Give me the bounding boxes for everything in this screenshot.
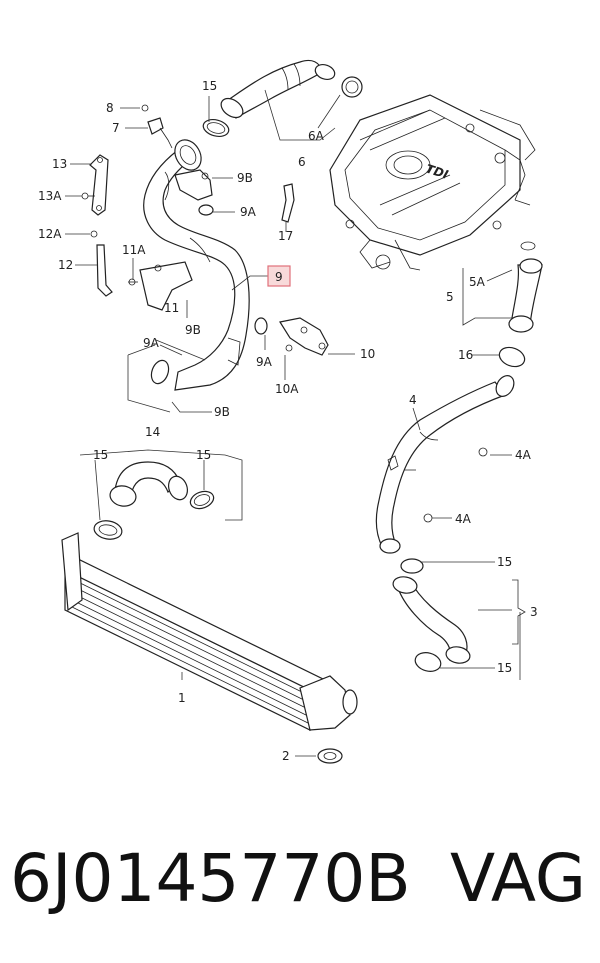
part-17 xyxy=(281,183,295,223)
label-9a-3: 9A xyxy=(256,355,273,369)
label-9a-2: 9A xyxy=(143,336,160,350)
label-9b-3: 9B xyxy=(214,405,230,419)
label-7: 7 xyxy=(112,121,120,135)
label-9b-2: 9B xyxy=(185,323,201,337)
label-14: 14 xyxy=(145,425,160,439)
grommet-2 xyxy=(317,748,343,764)
bracket-10 xyxy=(254,317,329,356)
label-17: 17 xyxy=(278,229,293,243)
pipe-9 xyxy=(143,139,250,391)
bracket-12 xyxy=(90,230,113,297)
hose-3 xyxy=(392,558,471,672)
pipe-4 xyxy=(375,375,515,554)
label-3: 3 xyxy=(530,605,538,619)
label-11a: 11A xyxy=(122,243,146,257)
highlight-box-9 xyxy=(267,265,291,287)
bracket-9b-top xyxy=(174,169,214,216)
leader-lines xyxy=(65,89,526,757)
label-4a-top: 4A xyxy=(515,448,532,462)
label-13: 13 xyxy=(52,157,67,171)
sensor-7 xyxy=(141,104,173,149)
label-15-c: 15 xyxy=(196,448,211,462)
label-9b-1: 9B xyxy=(237,171,253,185)
label-12a: 12A xyxy=(38,227,62,241)
label-8: 8 xyxy=(106,101,114,115)
engine-cover xyxy=(329,94,536,271)
label-15-a: 15 xyxy=(202,79,217,93)
label-5: 5 xyxy=(446,290,454,304)
label-4: 4 xyxy=(409,393,417,407)
label-13a: 13A xyxy=(38,189,62,203)
label-11: 11 xyxy=(164,301,179,315)
engine-badge: TDI xyxy=(424,162,450,182)
hose-6 xyxy=(220,59,363,119)
label-15-b: 15 xyxy=(93,448,108,462)
label-10: 10 xyxy=(360,347,375,361)
label-10a: 10A xyxy=(275,382,299,396)
bracket-11 xyxy=(128,261,193,311)
brand: VAG xyxy=(449,840,586,917)
label-1: 1 xyxy=(178,691,186,705)
label-5a: 5A xyxy=(469,275,486,289)
bracket-13 xyxy=(81,154,109,216)
label-2: 2 xyxy=(282,749,290,763)
intercooler-1 xyxy=(61,532,358,732)
footer: 6J0145770B VAG xyxy=(0,840,600,940)
label-6: 6 xyxy=(298,155,306,169)
part-number: 6J0145770B xyxy=(10,840,411,917)
label-9a-1: 9A xyxy=(240,205,257,219)
pipe-5 xyxy=(508,241,543,333)
clamp-16 xyxy=(498,346,526,368)
label-12: 12 xyxy=(58,258,73,272)
label-15-e: 15 xyxy=(497,661,512,675)
clamp-15-top xyxy=(202,118,230,138)
label-15-d: 15 xyxy=(497,555,512,569)
intercooler-hose-diagram: TDI xyxy=(38,59,543,764)
label-9: 9 xyxy=(275,270,283,284)
label-6a: 6A xyxy=(308,129,325,143)
label-16: 16 xyxy=(458,348,473,362)
hose-14 xyxy=(93,461,215,540)
label-4a-bottom: 4A xyxy=(455,512,472,526)
